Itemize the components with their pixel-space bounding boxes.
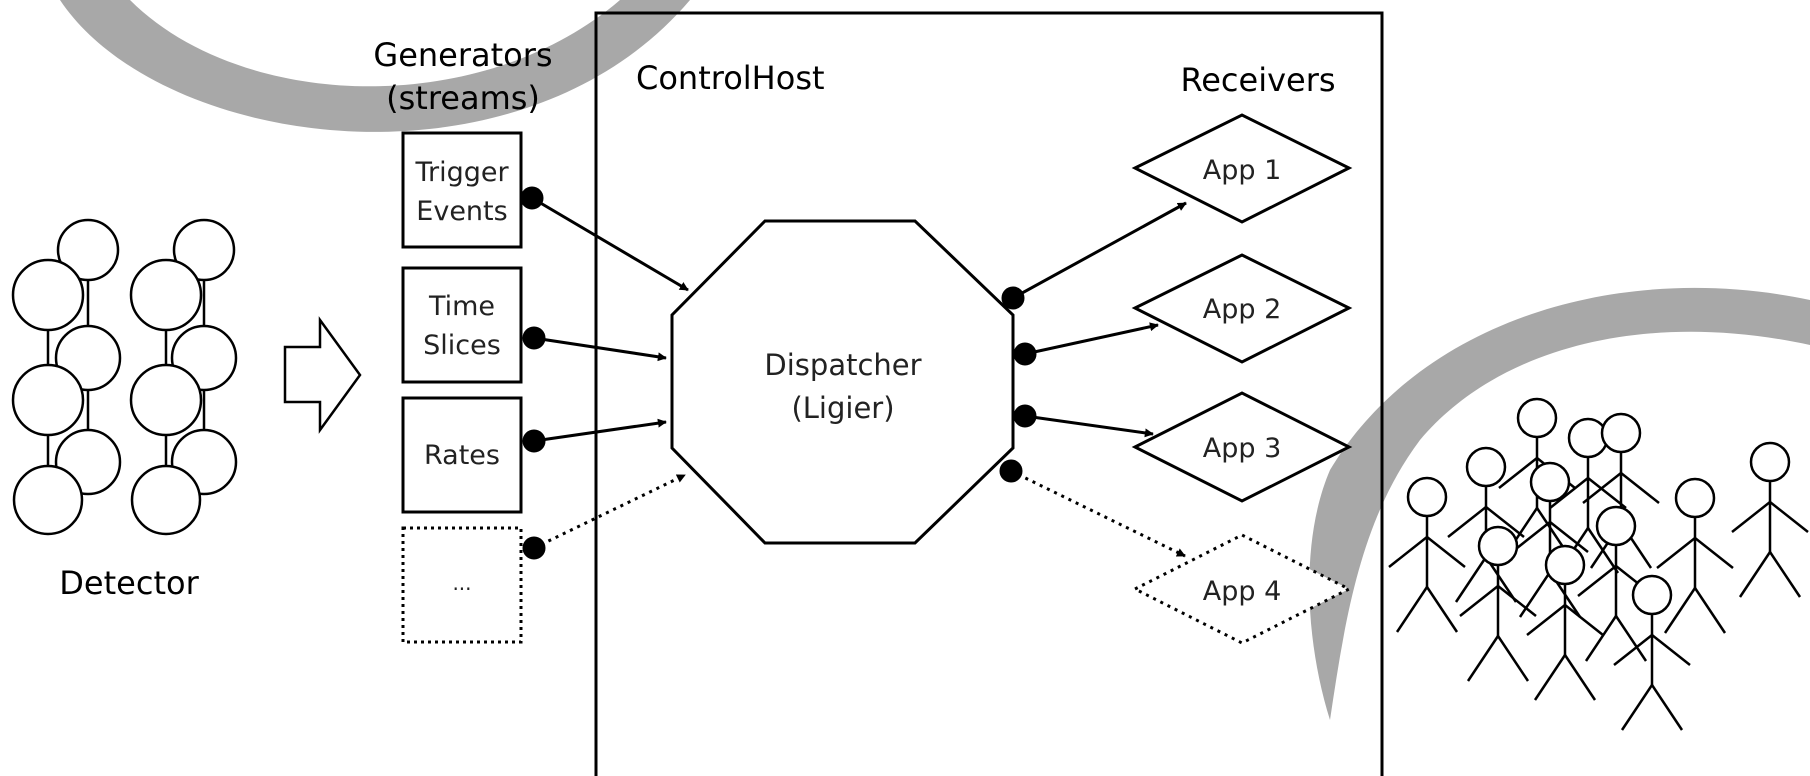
users-crowd-icon (1388, 397, 1809, 731)
connector-dot (1001, 286, 1025, 310)
connector-more (533, 473, 686, 550)
stream-label-line2: Slices (423, 330, 501, 361)
stream-connectors (520, 186, 689, 560)
app-label: App 3 (1203, 433, 1282, 464)
app-label: App 2 (1203, 294, 1282, 325)
stick-figure-icon (1731, 441, 1809, 598)
stream-time-slices: Time Slices (401, 266, 523, 384)
controlhost-title: ControlHost (636, 59, 825, 97)
stick-figure-icon (1613, 574, 1691, 731)
connector-dot (1013, 342, 1037, 366)
stick-figure-icon (1656, 477, 1734, 634)
app-label: App 1 (1203, 155, 1282, 186)
receivers-title: Receivers (1180, 61, 1335, 99)
detector-label: Detector (59, 564, 199, 602)
app-connectors (999, 201, 1187, 558)
connector-app3 (1024, 414, 1154, 438)
connector-app1 (1012, 201, 1187, 300)
stick-figure-icon (1577, 505, 1655, 662)
app-4: App 4 (1131, 533, 1353, 645)
stream-rates: Rates (401, 396, 523, 514)
stream-label: ... (452, 571, 471, 595)
generators-title-line1: Generators (373, 36, 552, 74)
dispatcher-label-line2: (Ligier) (791, 391, 894, 425)
dispatcher-label-line1: Dispatcher (764, 348, 921, 382)
connector-app4 (1010, 469, 1186, 558)
app-label: App 4 (1203, 576, 1282, 607)
stick-figure-icon (1511, 461, 1589, 618)
connector-dot (522, 326, 546, 350)
detector-icon (11, 218, 238, 536)
app-1: App 1 (1131, 113, 1353, 224)
stream-label-line2: Events (416, 196, 507, 227)
stick-figure-icon (1447, 446, 1525, 603)
background-swoosh-top (60, 0, 690, 132)
stream-trigger-events: Trigger Events (401, 131, 523, 249)
stream-label-line1: Trigger (414, 157, 509, 188)
stream-label: Rates (424, 440, 500, 471)
app-3: App 3 (1131, 391, 1353, 503)
stick-figure-icon (1526, 544, 1604, 701)
connector-dot (1013, 404, 1037, 428)
background-swoosh-right (1309, 287, 1810, 720)
stick-figure-icon (1549, 417, 1627, 574)
stick-figure-icon (1388, 476, 1466, 633)
stick-figure-icon (1459, 525, 1537, 682)
stream-more: ... (401, 526, 523, 644)
dispatcher-octagon (670, 219, 1015, 545)
connector-dot (522, 536, 546, 560)
generators-title-line2: (streams) (386, 79, 540, 117)
connector-dot (522, 429, 546, 453)
connector-dot (520, 186, 544, 210)
stream-label-line1: Time (428, 291, 495, 322)
connector-rates (533, 418, 667, 443)
connector-app2 (1024, 322, 1159, 356)
controlhost-frame (594, 11, 1384, 776)
connector-timeslices (533, 336, 667, 362)
flow-arrow-icon (283, 316, 362, 434)
connector-trigger (531, 196, 689, 292)
app-2: App 2 (1131, 253, 1353, 364)
connector-dot (999, 459, 1023, 483)
